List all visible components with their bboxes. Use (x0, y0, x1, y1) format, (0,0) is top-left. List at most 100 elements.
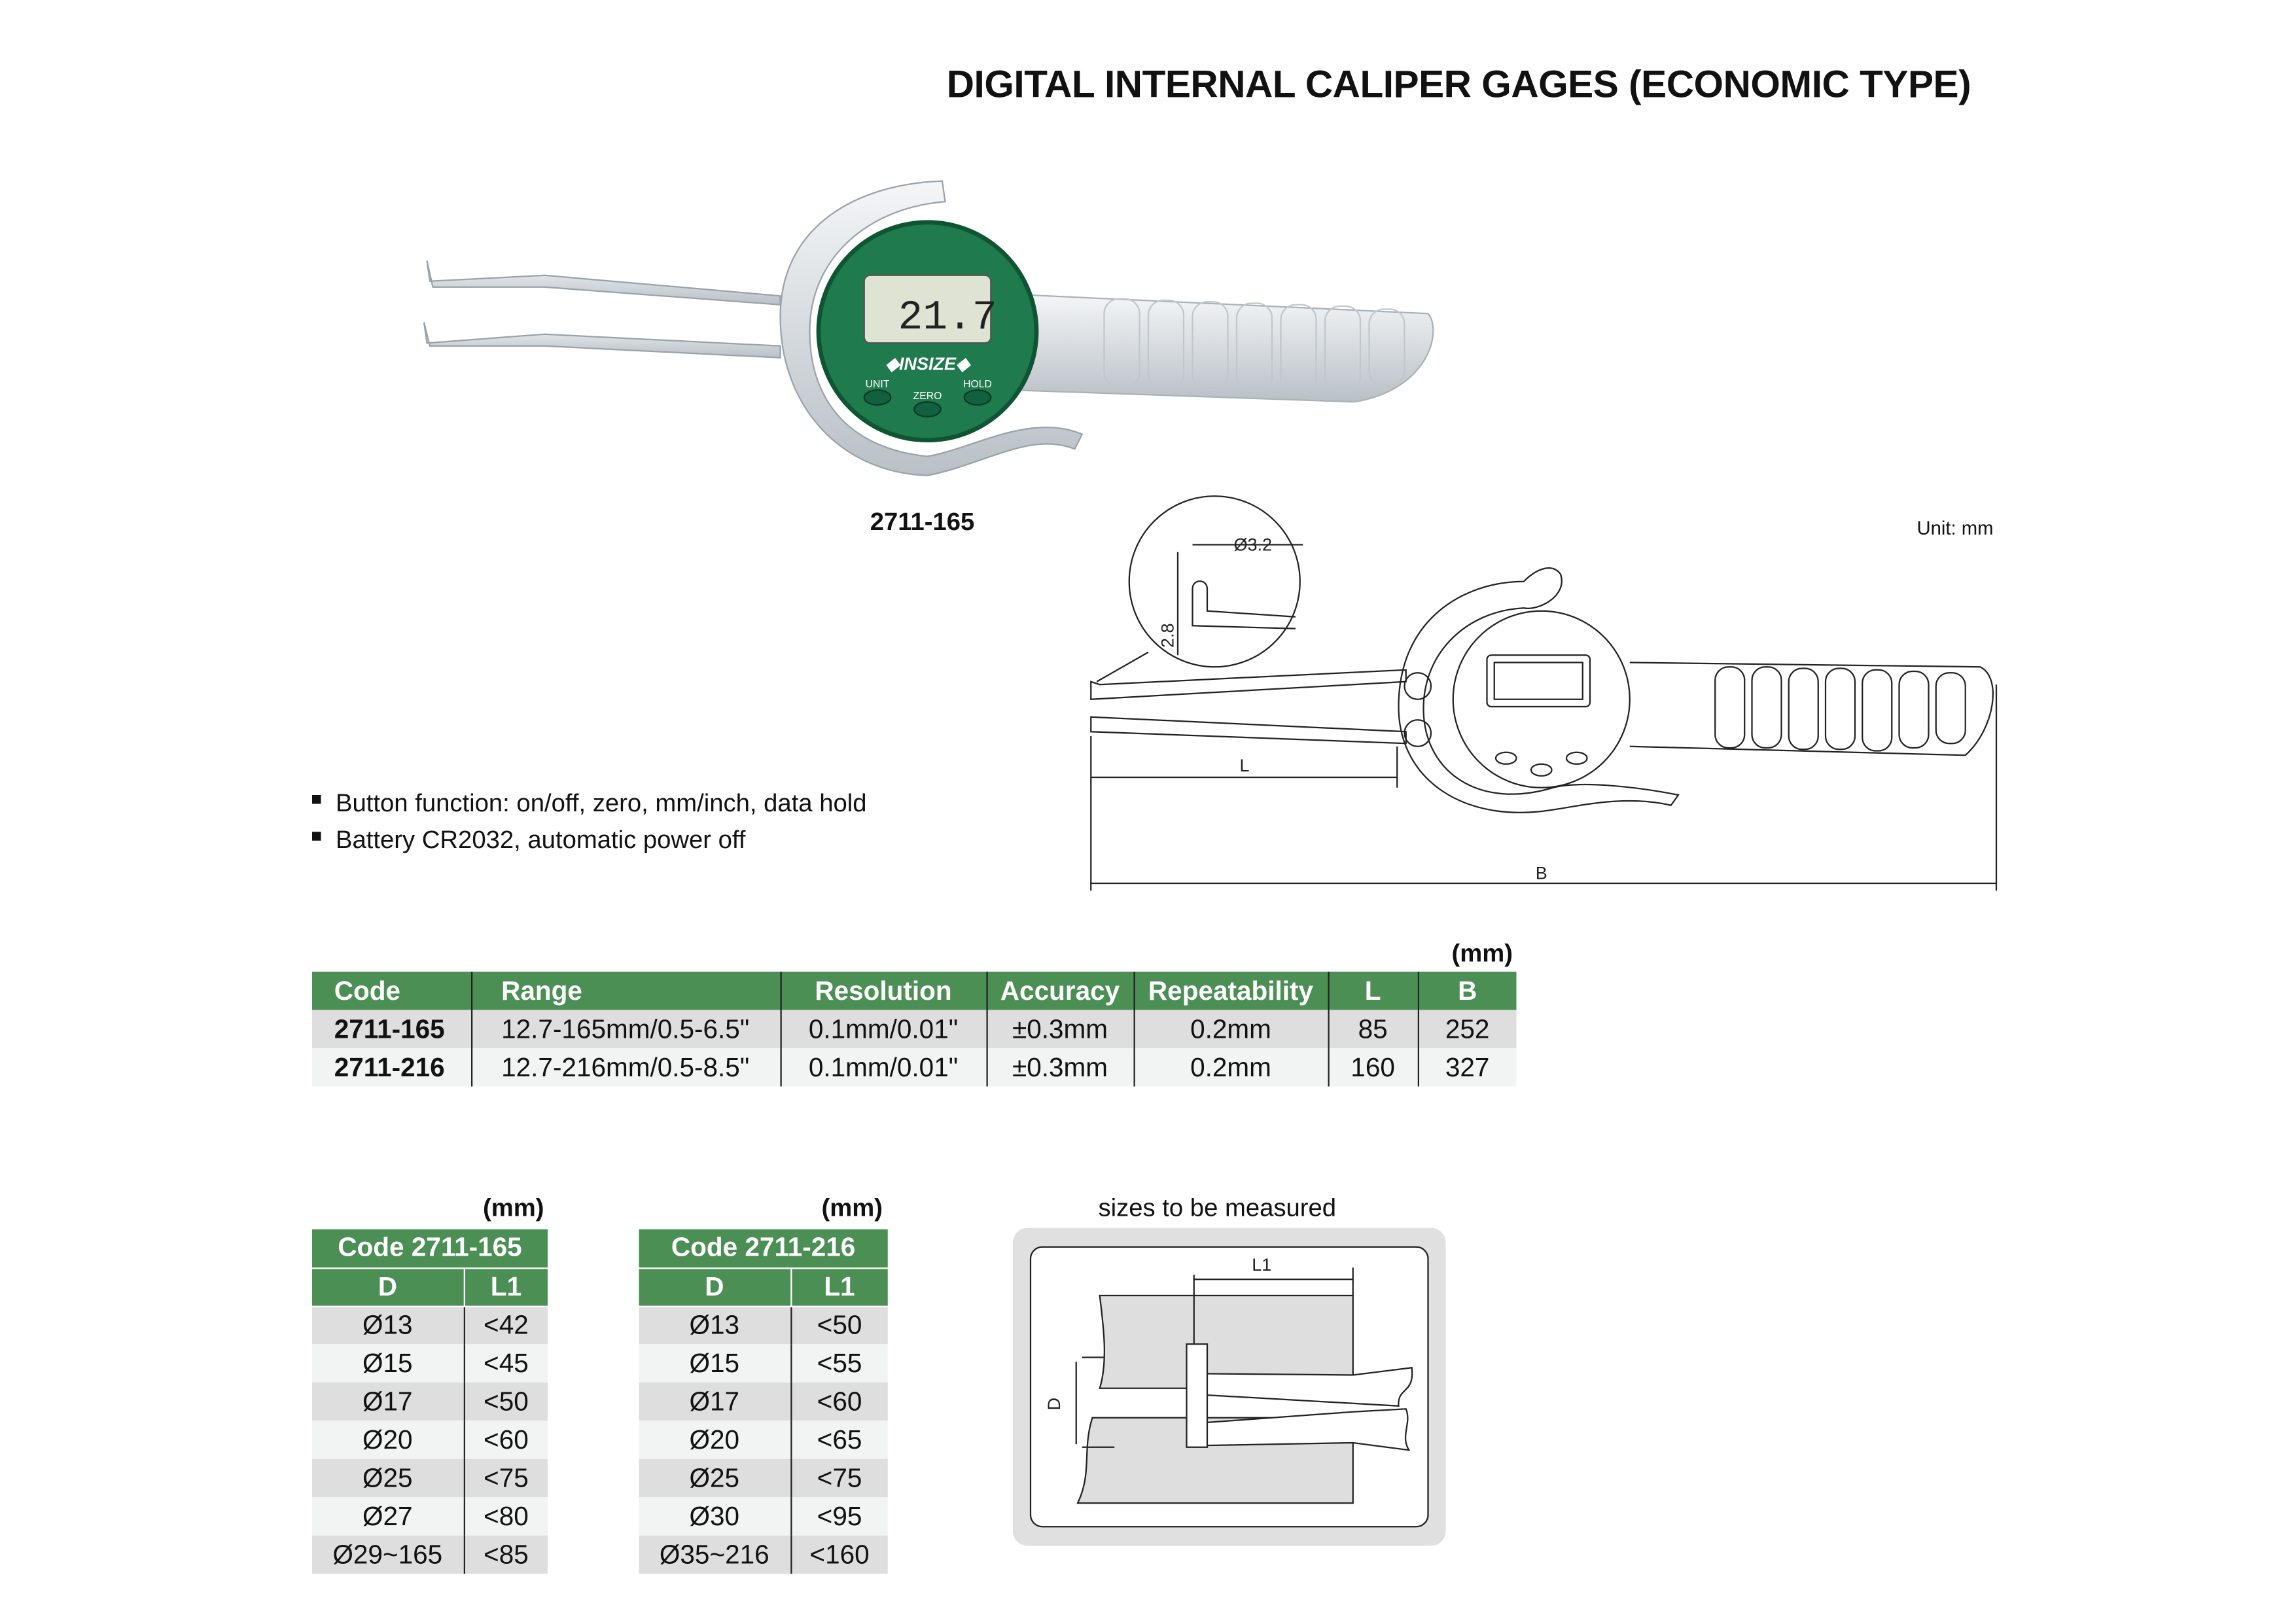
technical-drawing: Ø3.2 2.8 L B (1090, 495, 1998, 891)
cell-D: Ø20 (639, 1421, 791, 1459)
cell-L1: <50 (790, 1305, 888, 1345)
cell-L: 85 (1327, 1010, 1418, 1048)
tip-height-label: 2.8 (1157, 623, 1177, 648)
cell-L1: <75 (463, 1458, 548, 1498)
product-photo: 21.7 ◆INSIZE◆ UNIT ZERO HOLD (423, 180, 1434, 476)
dim-B-label: B (1536, 863, 1547, 883)
feature-list: Button function: on/off, zero, mm/inch, … (312, 785, 867, 858)
table-row: Ø27<80 (312, 1497, 548, 1536)
table-row: Ø35~216<160 (639, 1535, 888, 1574)
cell-L: 160 (1327, 1048, 1418, 1087)
cell-L1: <95 (790, 1497, 888, 1536)
cell-resolution: 0.1mm/0.01" (779, 1010, 987, 1048)
header-repeatability: Repeatability (1133, 972, 1328, 1010)
cell-D: Ø30 (639, 1497, 791, 1536)
cell-L1: <60 (463, 1421, 548, 1459)
table-row: Ø13<50 (639, 1305, 888, 1345)
table-row: Ø30<95 (639, 1497, 888, 1536)
cell-L1: <45 (463, 1344, 548, 1383)
brand-logo: ◆INSIZE◆ (885, 354, 972, 374)
size-table-title: Code 2711-165 (312, 1229, 548, 1269)
hold-button-label: HOLD (963, 379, 992, 390)
dim-L-label: L (1240, 756, 1250, 775)
cell-range: 12.7-165mm/0.5-6.5" (470, 1010, 781, 1048)
cell-range: 12.7-216mm/0.5-8.5" (470, 1048, 781, 1087)
cell-repeatability: 0.2mm (1133, 1010, 1328, 1048)
cell-D: Ø15 (312, 1344, 464, 1383)
header-resolution: Resolution (779, 972, 987, 1010)
size-table-title-row: Code 2711-216 (639, 1229, 888, 1269)
table-header-row: Code Range Resolution Accuracy Repeatabi… (312, 972, 1517, 1010)
cell-D: Ø13 (639, 1305, 791, 1345)
feature-item: Battery CR2032, automatic power off (312, 822, 867, 858)
header-L: L (1327, 972, 1418, 1010)
cell-L1: <50 (463, 1382, 548, 1421)
size-table-title-row: Code 2711-165 (312, 1229, 548, 1269)
page-title: DIGITAL INTERNAL CALIPER GAGES (ECONOMIC… (946, 62, 1971, 107)
cell-accuracy: ±0.3mm (985, 1010, 1134, 1048)
cell-L1: <55 (790, 1344, 888, 1383)
table-row: Ø17<60 (639, 1382, 888, 1421)
measure-diagram: L1 D (1013, 1227, 1446, 1546)
cell-code: 2711-165 (312, 1010, 471, 1048)
diagram-caption: sizes to be measured (1098, 1193, 1337, 1222)
model-label: 2711-165 (870, 508, 975, 536)
tip-diameter-label: Ø3.2 (1234, 535, 1273, 555)
table-row: Ø15<55 (639, 1344, 888, 1383)
cell-D: Ø35~216 (639, 1535, 791, 1574)
header-range: Range (470, 972, 781, 1010)
feature-item: Button function: on/off, zero, mm/inch, … (312, 785, 867, 821)
cell-B: 327 (1417, 1048, 1517, 1087)
cell-D: Ø13 (312, 1305, 464, 1345)
header-D: D (639, 1267, 791, 1307)
cell-resolution: 0.1mm/0.01" (779, 1048, 987, 1087)
cell-L1: <42 (463, 1305, 548, 1345)
table-row: 2711-216 12.7-216mm/0.5-8.5" 0.1mm/0.01"… (312, 1048, 1517, 1087)
cell-D: Ø29~165 (312, 1535, 464, 1574)
cell-D: Ø15 (639, 1344, 791, 1383)
cell-D: Ø25 (312, 1458, 464, 1498)
table-row: Ø17<50 (312, 1382, 548, 1421)
cell-L1: <160 (790, 1535, 888, 1574)
cell-L1: <65 (790, 1421, 888, 1459)
cell-B: 252 (1417, 1010, 1517, 1048)
table-row: Ø20<65 (639, 1421, 888, 1459)
spec-unit: (mm) (1451, 939, 1513, 968)
table-row: Ø29~165<85 (312, 1535, 548, 1574)
cell-accuracy: ±0.3mm (985, 1048, 1134, 1087)
label-L1: L1 (1252, 1255, 1271, 1275)
header-L1: L1 (463, 1267, 548, 1307)
table-row: Ø25<75 (312, 1458, 548, 1498)
table-row: Ø25<75 (639, 1458, 888, 1498)
size-table-unit: (mm) (821, 1193, 883, 1222)
cell-repeatability: 0.2mm (1133, 1048, 1328, 1087)
cell-D: Ø25 (639, 1458, 791, 1498)
header-L1: L1 (790, 1267, 888, 1307)
table-row: Ø20<60 (312, 1421, 548, 1459)
header-B: B (1417, 972, 1517, 1010)
spec-table: Code Range Resolution Accuracy Repeatabi… (312, 972, 1517, 1087)
header-code: Code (312, 972, 471, 1010)
cell-L1: <60 (790, 1382, 888, 1421)
table-row: 2711-165 12.7-165mm/0.5-6.5" 0.1mm/0.01"… (312, 1010, 1517, 1048)
header-accuracy: Accuracy (985, 972, 1134, 1010)
label-D: D (1044, 1398, 1064, 1411)
table-row: Ø15<45 (312, 1344, 548, 1383)
unit-button-label: UNIT (866, 379, 890, 390)
cell-D: Ø27 (312, 1497, 464, 1536)
cell-D: Ø20 (312, 1421, 464, 1459)
unit-label: Unit: mm (1916, 516, 1994, 539)
cell-L1: <75 (790, 1458, 888, 1498)
table-row: Ø13<42 (312, 1305, 548, 1345)
size-table-unit: (mm) (483, 1193, 544, 1222)
size-table-title: Code 2711-216 (639, 1229, 888, 1269)
cell-L1: <80 (463, 1497, 548, 1536)
cell-D: Ø17 (639, 1382, 791, 1421)
lcd-reading: 21.7 (898, 294, 997, 341)
cell-D: Ø17 (312, 1382, 464, 1421)
cell-L1: <85 (463, 1535, 548, 1574)
